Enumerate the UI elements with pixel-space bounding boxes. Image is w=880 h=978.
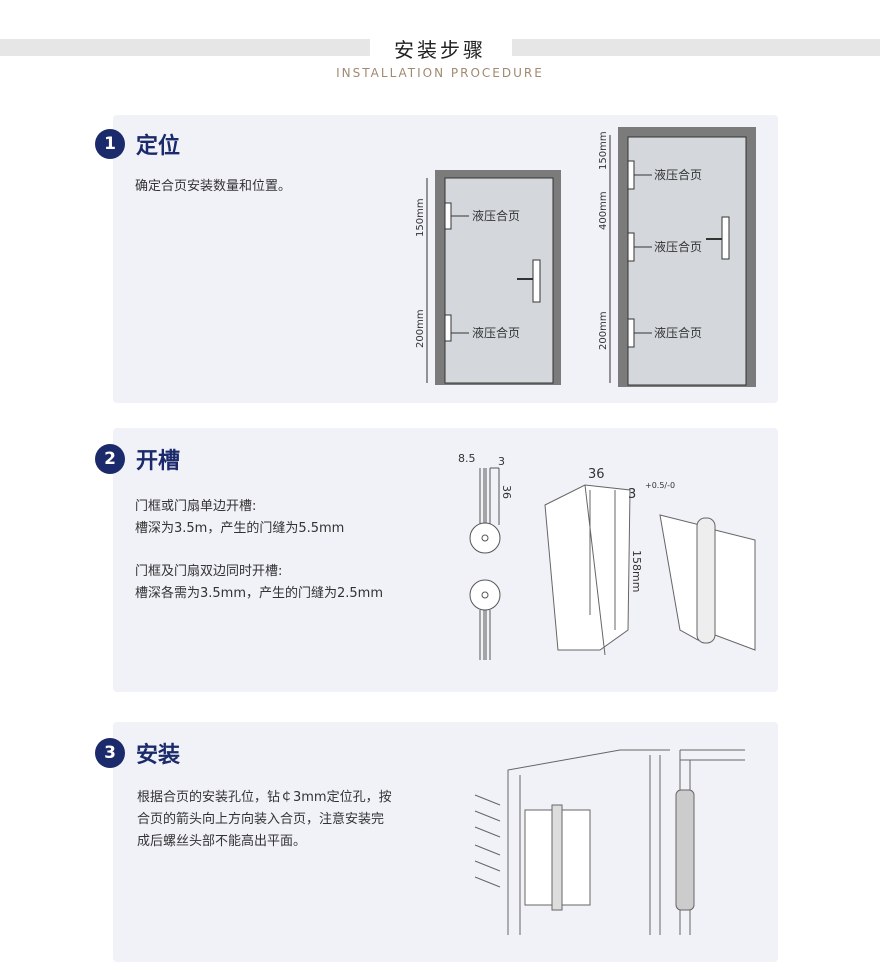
svg-text:液压合页: 液压合页 <box>472 325 520 340</box>
step-2-desc-single: 门框或门扇单边开槽: 槽深为3.5m，产生的门缝为5.5mm <box>135 499 345 536</box>
step-3-desc: 根据合页的安装孔位，钻￠3mm定位孔，按 合页的箭头向上方向装入合页，注意安装完… <box>137 790 392 849</box>
step-2-title: 开槽 <box>136 449 181 474</box>
svg-text:158mm: 158mm <box>630 550 643 592</box>
svg-text:液压合页: 液压合页 <box>654 167 702 182</box>
groove-diagram: 8.5 3 36 36 3 +0.5/-0 158mm <box>458 452 756 660</box>
step-3-title: 安装 <box>136 743 181 768</box>
svg-text:8.5: 8.5 <box>458 452 476 465</box>
svg-text:150mm: 150mm <box>598 131 609 170</box>
header-subtitle: INSTALLATION PROCEDURE <box>336 66 544 80</box>
header-title: 安装步骤 <box>382 38 498 62</box>
svg-text:液压合页: 液压合页 <box>654 325 702 340</box>
step-2-panel <box>113 428 778 692</box>
step-3-panel <box>113 722 778 962</box>
step-1-title: 定位 <box>136 134 181 159</box>
svg-text:3: 3 <box>498 455 505 468</box>
install-diagram <box>474 749 745 935</box>
svg-text:3: 3 <box>628 487 636 502</box>
svg-text:液压合页: 液压合页 <box>472 208 520 223</box>
door-diagram-three-hinges: 液压合页 液压合页 液压合页 150mm 400mm 200mm <box>598 127 756 387</box>
svg-text:+0.5/-0: +0.5/-0 <box>645 481 675 490</box>
step-2-desc-double: 门框及门扇双边同时开槽: 槽深各需为3.5mm，产生的门缝为2.5mm <box>135 564 384 601</box>
svg-text:36: 36 <box>500 485 513 499</box>
svg-text:液压合页: 液压合页 <box>654 239 702 254</box>
step-1-desc: 确定合页安装数量和位置。 <box>135 179 292 194</box>
section-header: 安装步骤 <box>0 34 880 63</box>
header-bar-right <box>512 39 880 56</box>
step-1-badge: 1 <box>95 129 125 159</box>
step-2-badge: 2 <box>95 444 125 474</box>
svg-text:400mm: 400mm <box>598 191 609 230</box>
svg-text:150mm: 150mm <box>415 198 426 237</box>
header-bar-left <box>0 39 370 56</box>
door-diagram-two-hinges: 液压合页 液压合页 150mm 200mm <box>415 170 561 385</box>
svg-text:200mm: 200mm <box>415 309 426 348</box>
step-3-badge: 3 <box>95 738 125 768</box>
svg-text:36: 36 <box>588 467 605 482</box>
svg-text:200mm: 200mm <box>598 311 609 350</box>
